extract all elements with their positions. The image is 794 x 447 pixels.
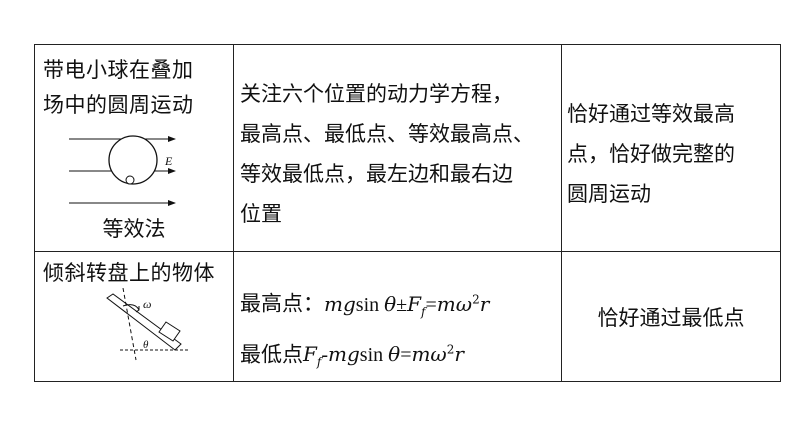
inclined-turntable-diagram: ω θ: [106, 288, 190, 361]
analysis-cell: 关注六个位置的动力学方程， 最高点、最低点、等效最高点、 等效最低点，最左边和最…: [233, 44, 562, 252]
table-row: 带电小球在叠加 场中的圆周运动 E 等效法 关注六个位置的动力学方程: [34, 44, 781, 252]
rotation-axis: [122, 288, 137, 361]
analysis-line: 位置: [240, 202, 282, 226]
scenario-text: 倾斜转盘上的物体: [43, 261, 215, 285]
circular-motion-diagram: E: [69, 135, 176, 206]
condition-text: 恰好通过最低点: [597, 306, 745, 330]
analysis-line: 等效最低点，最左边和最右边: [240, 162, 513, 186]
formula-line-bottom: 最低点Ff-mgsin θ=mω2r: [240, 331, 561, 382]
condition-cell: 恰好通过最低点: [561, 250, 781, 383]
formula-bottom: Ff-mgsin θ=mω2r: [303, 342, 464, 370]
analysis-line: 最高点、最低点、等效最高点、: [240, 122, 534, 146]
figure-caption: 等效法: [102, 217, 166, 241]
circular-track: [108, 135, 158, 185]
scenario-text-line: 带电小球在叠加: [43, 58, 194, 82]
scenario-cell: 倾斜转盘上的物体 ω θ: [34, 250, 234, 383]
condition-line: 圆周运动: [567, 182, 651, 206]
formula-top: mgsin θ±Ff=mω2r: [324, 291, 490, 319]
field-label: E: [164, 154, 173, 168]
rotation-arrowhead: [135, 306, 140, 313]
condition-cell: 恰好通过等效最高 点，恰好做完整的 圆周运动: [561, 44, 781, 252]
tilted-disk: [106, 293, 182, 351]
table-row: 倾斜转盘上的物体 ω θ 最高点：mgsin θ±Ff=mω2r 最低点Ff-m…: [34, 250, 781, 383]
analysis-line: 关注六个位置的动力学方程，: [240, 82, 513, 106]
omega-label: ω: [143, 297, 151, 311]
condition-line: 恰好通过等效最高: [567, 102, 735, 126]
formula-label: 最低点: [240, 342, 303, 367]
scenario-text-line: 场中的圆周运动: [43, 93, 194, 117]
charged-ball: [125, 175, 135, 185]
theta-label: θ: [143, 339, 149, 351]
comparison-table: 带电小球在叠加 场中的圆周运动 E 等效法 关注六个位置的动力学方程: [34, 44, 781, 383]
condition-line: 点，恰好做完整的: [567, 142, 735, 166]
analysis-cell: 最高点：mgsin θ±Ff=mω2r 最低点Ff-mgsin θ=mω2r: [233, 250, 562, 383]
scenario-cell: 带电小球在叠加 场中的圆周运动 E 等效法: [34, 44, 234, 252]
formula-label: 最高点：: [240, 291, 324, 316]
rotation-arrow: [122, 304, 140, 311]
object-block: [158, 321, 181, 342]
formula-line-top: 最高点：mgsin θ±Ff=mω2r: [240, 280, 561, 331]
